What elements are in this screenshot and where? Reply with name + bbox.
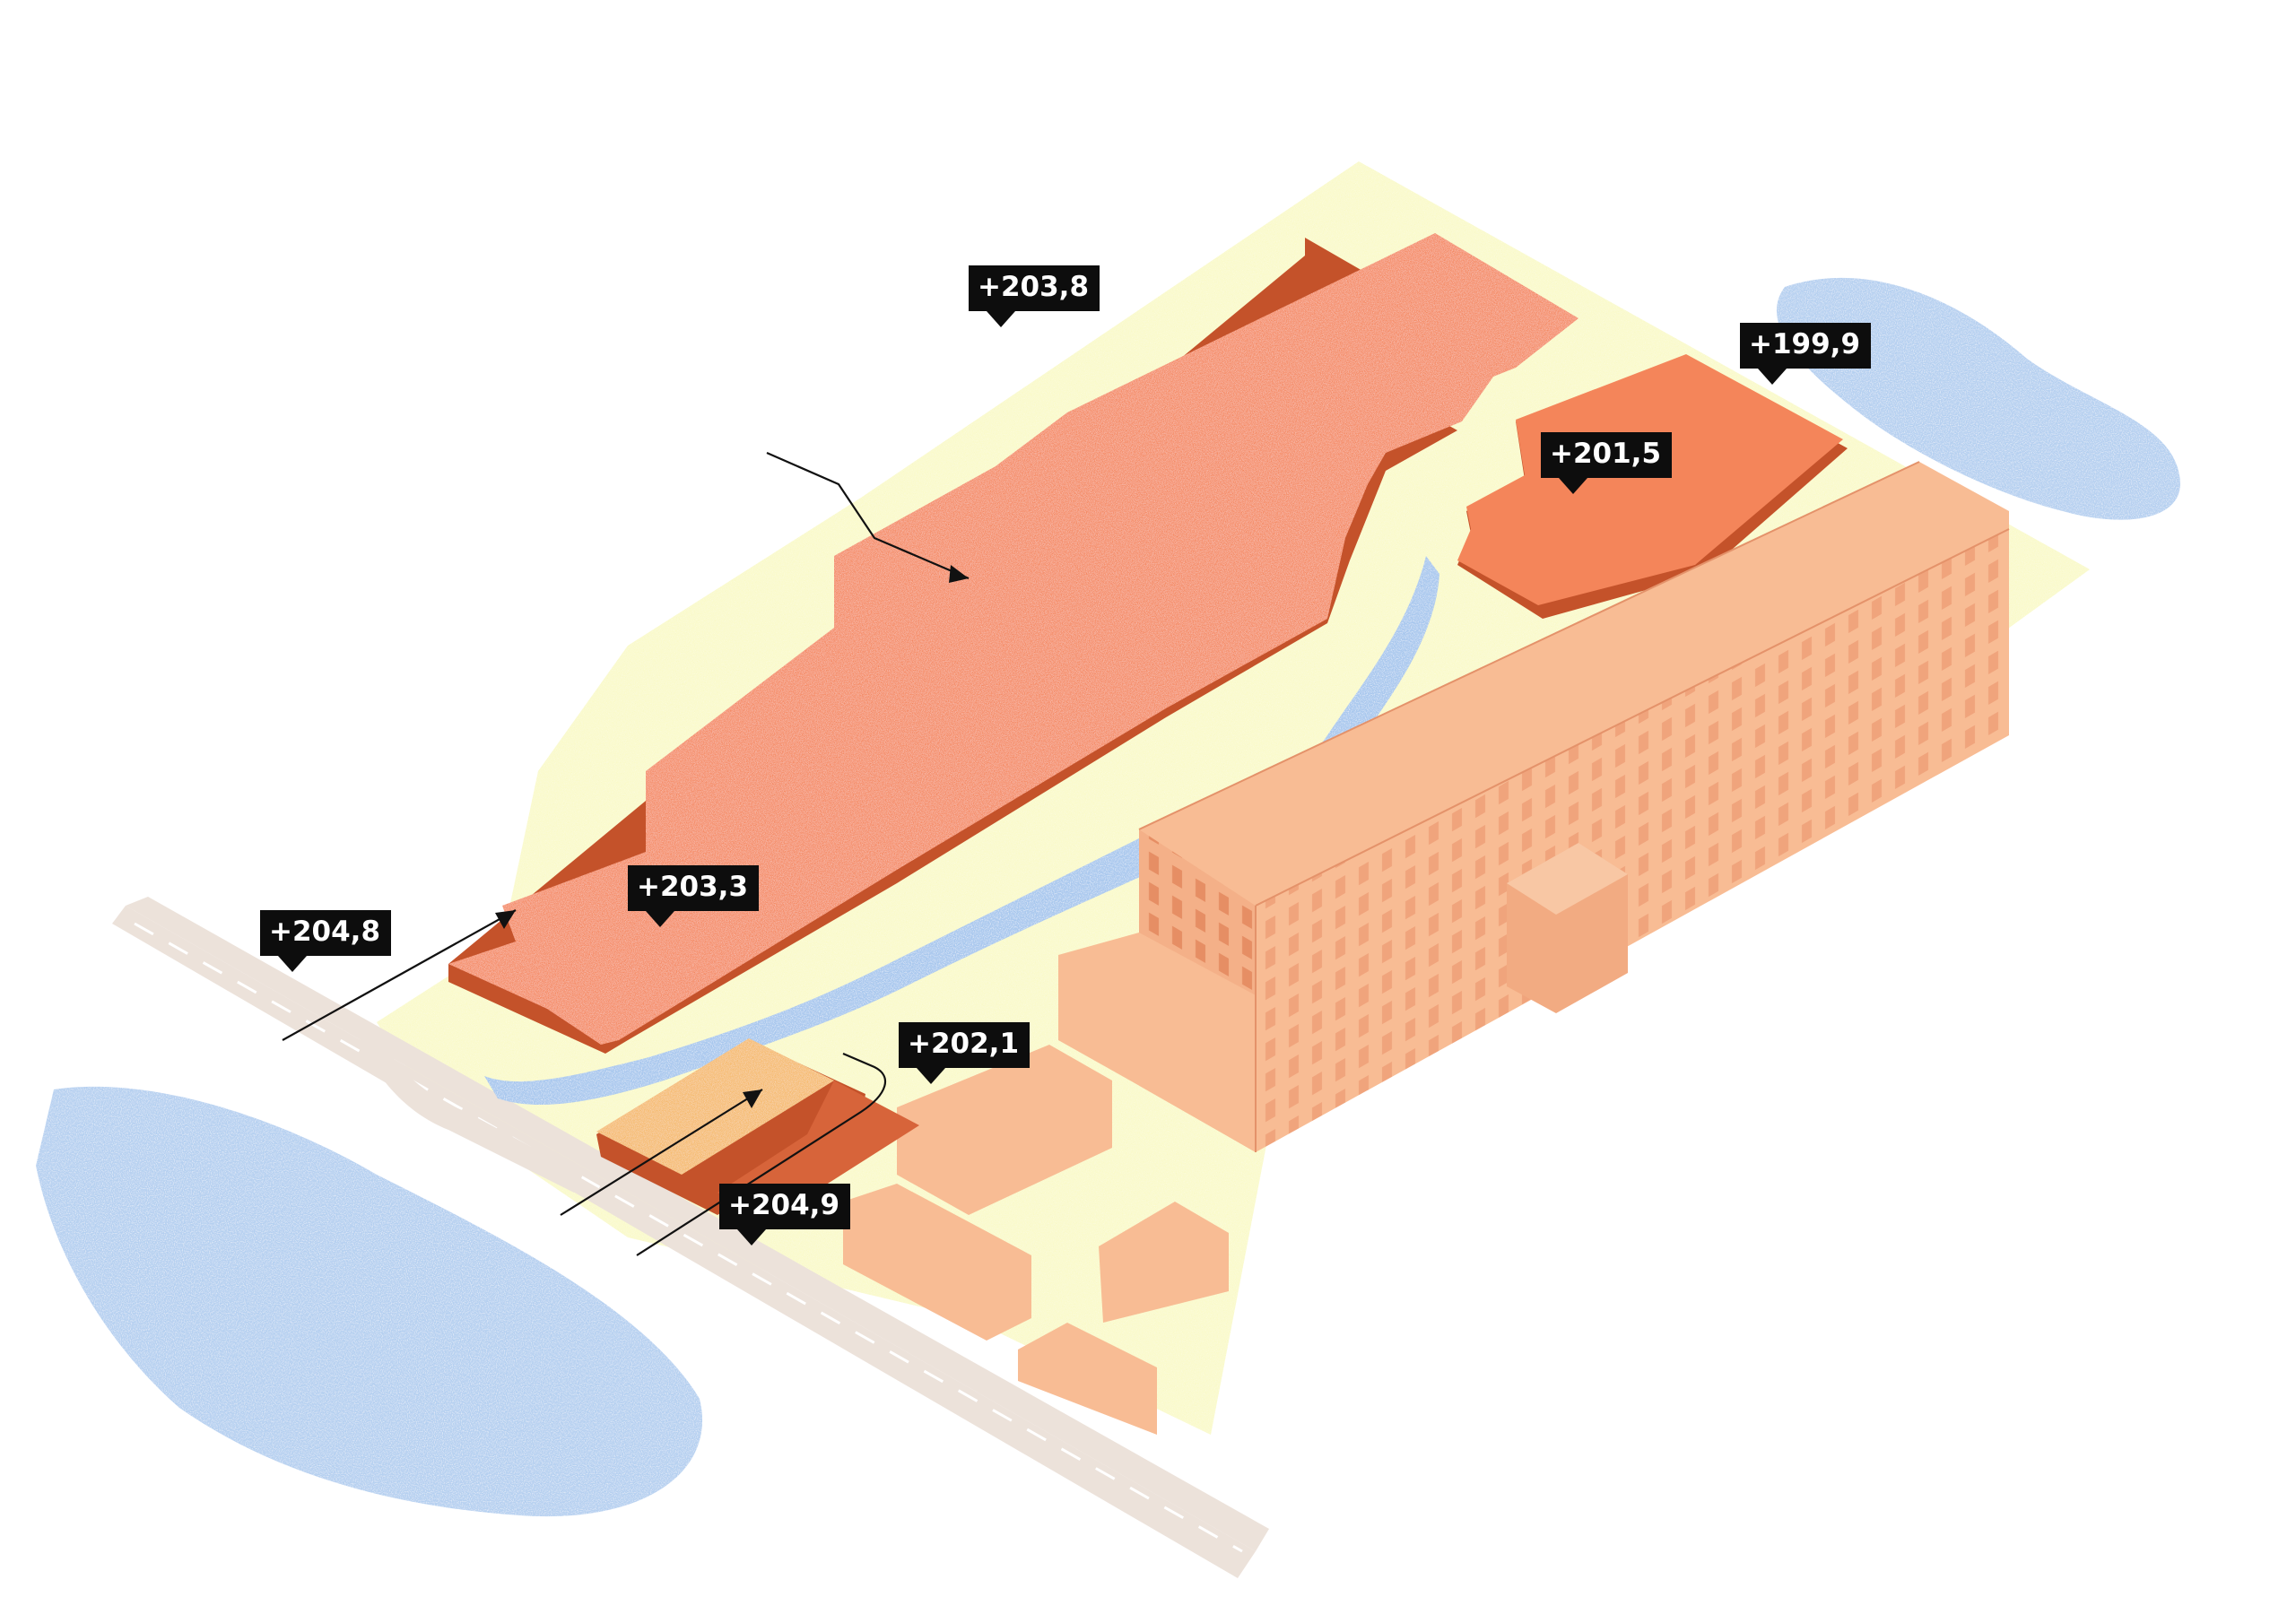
tag-pointer bbox=[1758, 369, 1787, 385]
elevation-label: +203,3 bbox=[628, 865, 760, 911]
elevation-tag-center: +203,3 bbox=[628, 865, 760, 927]
historic-tower-roof bbox=[1507, 843, 1628, 915]
arrow-west bbox=[282, 909, 517, 1041]
annex-1 bbox=[897, 1045, 1112, 1215]
arrow-west-head bbox=[495, 910, 516, 929]
arrow-north-head bbox=[949, 565, 969, 583]
elevation-label: +202,1 bbox=[899, 1022, 1031, 1068]
east-hall bbox=[1457, 354, 1848, 619]
elevation-tag-west: +204,8 bbox=[260, 910, 392, 972]
arrow-court-head bbox=[743, 1089, 762, 1108]
arrow-court bbox=[560, 1089, 763, 1216]
elevation-label: +204,8 bbox=[260, 910, 392, 956]
main-building-roof bbox=[448, 233, 1578, 1045]
arrow-south bbox=[636, 1052, 886, 1256]
elevation-tag-south: +204,9 bbox=[719, 1184, 851, 1245]
annex-4 bbox=[1018, 1323, 1157, 1435]
tag-pointer bbox=[1559, 478, 1587, 494]
tag-pointer bbox=[917, 1068, 945, 1084]
historic-wing-west bbox=[1058, 933, 1256, 1152]
road bbox=[112, 897, 1269, 1578]
river-water-southwest bbox=[36, 1086, 703, 1517]
tag-pointer bbox=[737, 1229, 766, 1245]
arrow-north bbox=[766, 451, 970, 580]
elevation-label: +199,9 bbox=[1740, 323, 1872, 369]
pond-water-northeast bbox=[1776, 277, 2180, 520]
annex-3 bbox=[1099, 1202, 1229, 1323]
elevation-tag-north: +203,8 bbox=[969, 265, 1100, 327]
elevation-label: +201,5 bbox=[1541, 432, 1673, 478]
elevation-tag-court: +202,1 bbox=[899, 1022, 1031, 1084]
tag-pointer bbox=[987, 311, 1015, 327]
elevation-label: +204,9 bbox=[719, 1184, 851, 1229]
historic-building bbox=[843, 461, 2010, 1435]
elevation-tag-northeast: +199,9 bbox=[1740, 323, 1872, 385]
historic-facade-east bbox=[1256, 529, 2009, 1152]
elevation-tag-east-hall: +201,5 bbox=[1541, 432, 1673, 494]
elevation-label: +203,8 bbox=[969, 265, 1100, 311]
arrow-heads bbox=[495, 565, 969, 1108]
entrance-arrows bbox=[282, 451, 970, 1256]
historic-roof-main bbox=[1139, 462, 2009, 906]
main-building bbox=[448, 233, 1578, 1054]
tag-pointer bbox=[646, 911, 674, 927]
tag-pointer bbox=[278, 956, 307, 972]
annex-2 bbox=[843, 1184, 1031, 1341]
